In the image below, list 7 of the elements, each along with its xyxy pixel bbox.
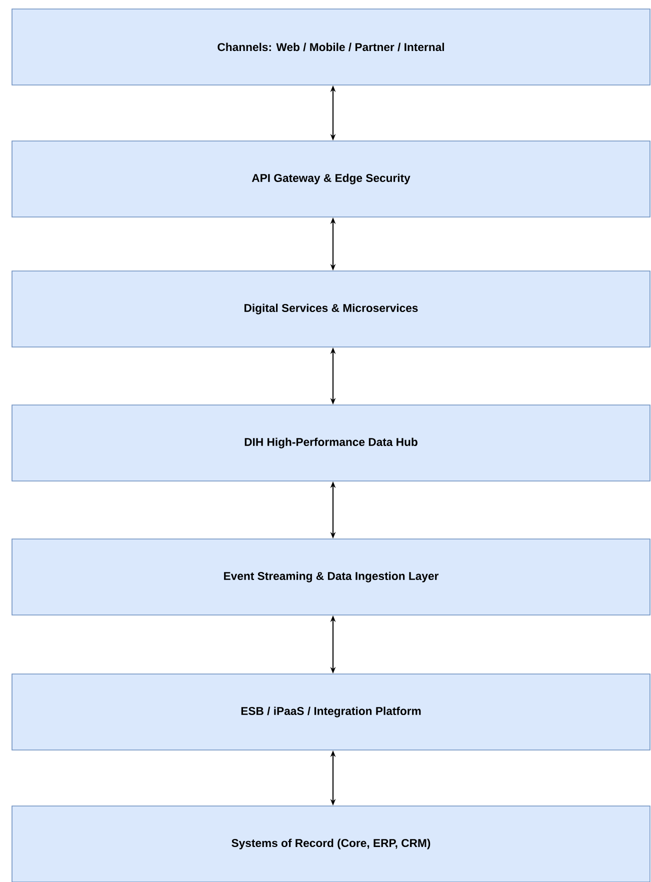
layer-box: Event Streaming & Data Ingestion Layer — [12, 538, 650, 616]
layer-box: Digital Services & Microservices — [12, 270, 650, 348]
layer-box: Systems of Record (Core, ERP, CRM) — [12, 806, 650, 882]
layer-box: Channels: Web / Mobile / Partner / Internal — [12, 8, 650, 86]
layer-box: API Gateway & Edge Security — [12, 140, 650, 218]
layer-box: ESB / iPaaS / Integration Platform — [12, 674, 650, 750]
layer-box: DIH High-Performance Data Hub — [12, 404, 650, 482]
